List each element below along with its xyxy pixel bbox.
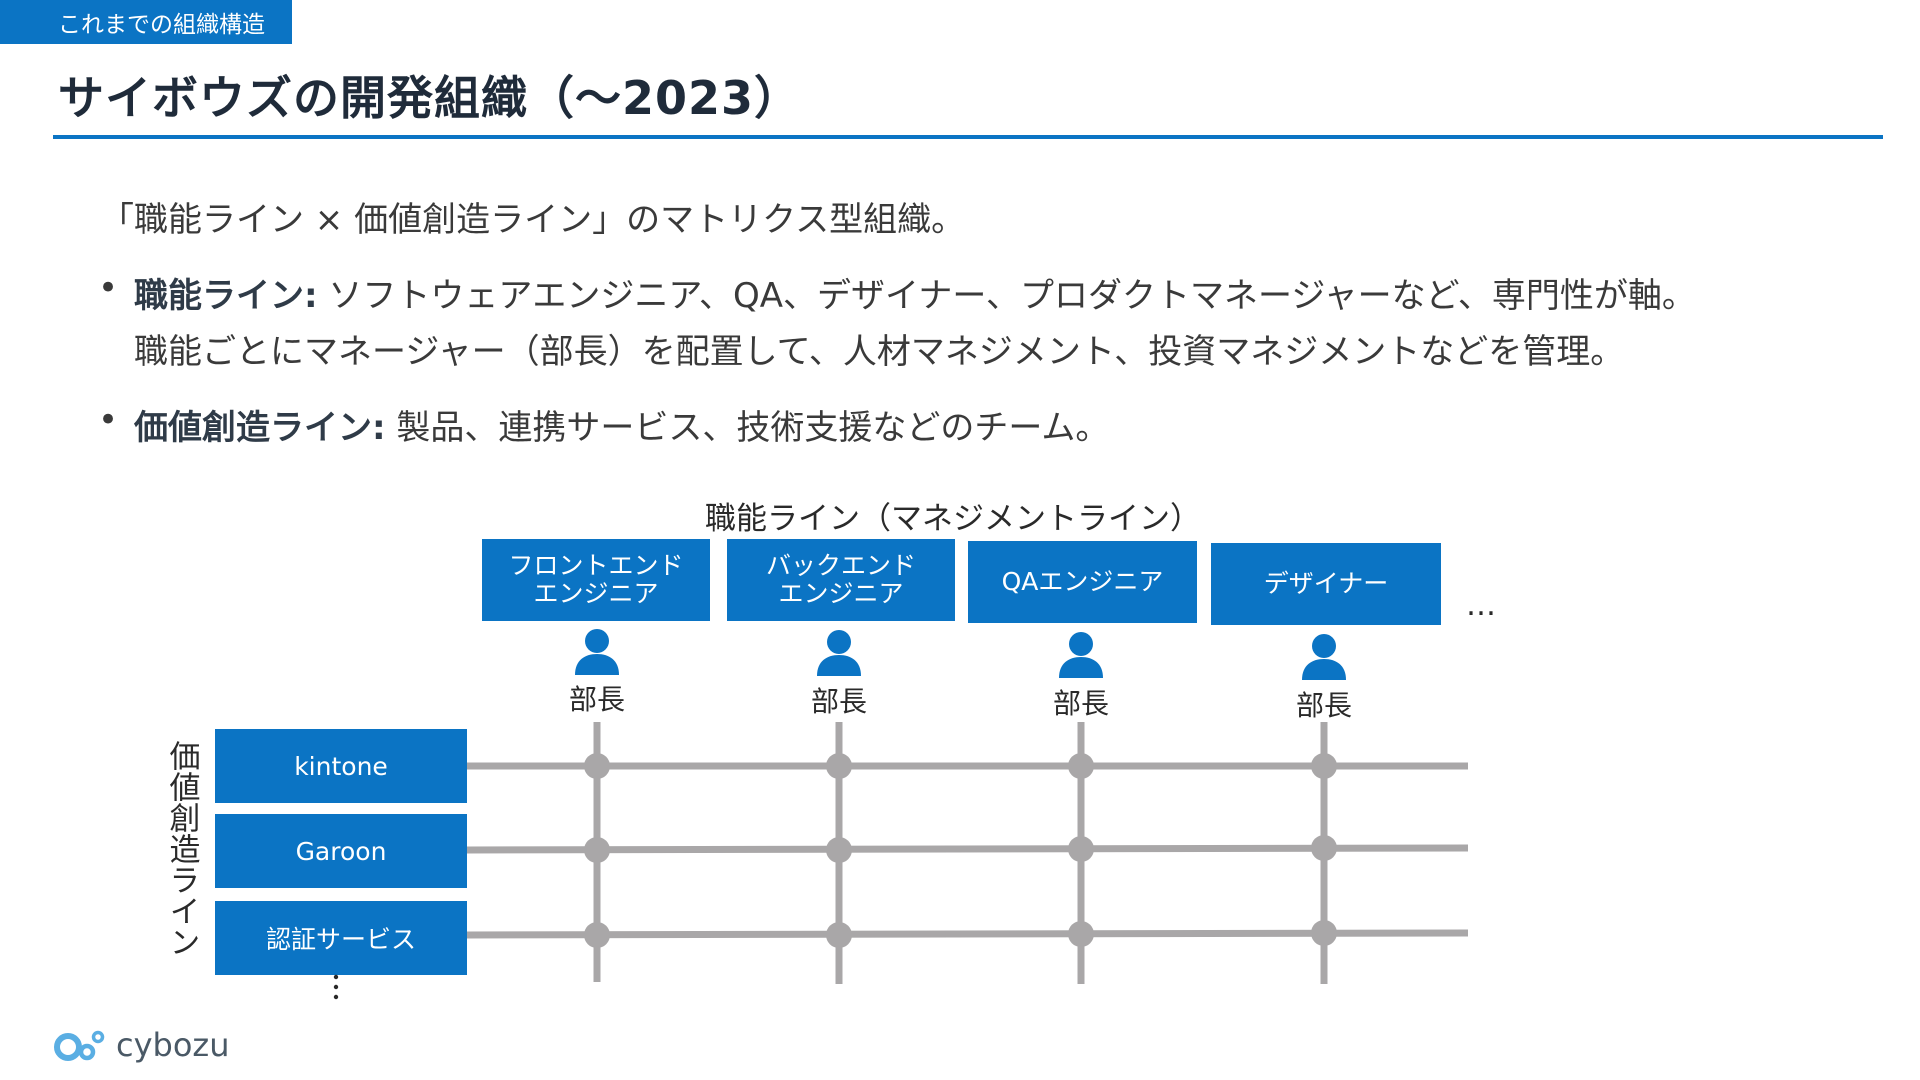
grid-node <box>584 922 610 948</box>
manager-label: 部長 <box>810 685 867 718</box>
functional-box-designer: デザイナー <box>1211 543 1441 625</box>
grid-row-line <box>466 844 1469 854</box>
page-title: サイボウズの開発組織（～2023） <box>58 71 802 125</box>
grid-node <box>1068 836 1094 862</box>
functional-box-label: バックエンド <box>765 551 916 580</box>
logo-text: cybozu <box>116 1026 230 1064</box>
manager-label: 部長 <box>568 683 625 716</box>
grid-node <box>826 922 852 948</box>
bullet-term: 価値創造ライン: <box>134 408 386 448</box>
grid-row-line <box>466 929 1469 939</box>
bullet-dot: • <box>98 268 119 308</box>
functional-box-label: QAエンジニア <box>1001 567 1164 596</box>
bullet-text: ソフトウェアエンジニア、QA、デザイナー、プロダクトマネージャーなど、専門性が軸… <box>317 276 1696 316</box>
functional-box-qa: QAエンジニア <box>968 541 1197 623</box>
value-line-title: 価値創造ライン <box>163 740 200 957</box>
cybozu-logo: cybozu <box>54 1025 230 1065</box>
section-tag: これまでの組織構造 <box>0 0 292 44</box>
bullet-term: 職能ライン: <box>134 276 318 316</box>
person-icon <box>1059 632 1103 678</box>
grid-node <box>1068 921 1094 947</box>
person-icon <box>817 630 861 676</box>
person-icon <box>575 629 619 675</box>
bullet-text-continued: 職能ごとにマネージャー（部長）を配置して、人材マネジメント、投資マネジメントなど… <box>134 332 1625 372</box>
grid-node <box>1311 920 1337 946</box>
manager-label: 部長 <box>1295 689 1352 722</box>
functional-box-label: デザイナー <box>1263 569 1389 598</box>
functional-box-backend: バックエンド エンジニア <box>727 539 955 621</box>
value-more <box>333 974 339 1000</box>
grid-node <box>1311 753 1337 779</box>
grid-node <box>1068 753 1094 779</box>
functional-more: … <box>1466 588 1496 623</box>
grid-node <box>584 753 610 779</box>
functional-box-label: エンジニア <box>778 579 904 608</box>
functional-box-frontend: フロントエンド エンジニア <box>482 539 710 621</box>
bullet-dot: • <box>98 400 119 440</box>
grid-node <box>826 753 852 779</box>
functional-line-title: 職能ライン（マネジメントライン） <box>705 501 1201 537</box>
bullet-text: 製品、連携サービス、技術支援などのチーム。 <box>385 408 1110 448</box>
value-box-kintone: kintone <box>215 729 467 803</box>
value-box-auth-service: 認証サービス <box>215 901 467 975</box>
grid-node <box>584 837 610 863</box>
value-box-garoon: Garoon <box>215 814 467 888</box>
grid-node <box>826 837 852 863</box>
grid-node <box>1311 835 1337 861</box>
functional-box-label: フロントエンド <box>508 551 684 580</box>
manager-label: 部長 <box>1052 687 1109 720</box>
functional-box-label: エンジニア <box>533 579 659 608</box>
person-icon <box>1302 634 1346 680</box>
title-divider <box>53 135 1883 139</box>
cybozu-logo-icon <box>54 1030 105 1061</box>
intro-text: 「職能ライン × 価値創造ライン」のマトリクス型組織。 <box>100 200 966 240</box>
